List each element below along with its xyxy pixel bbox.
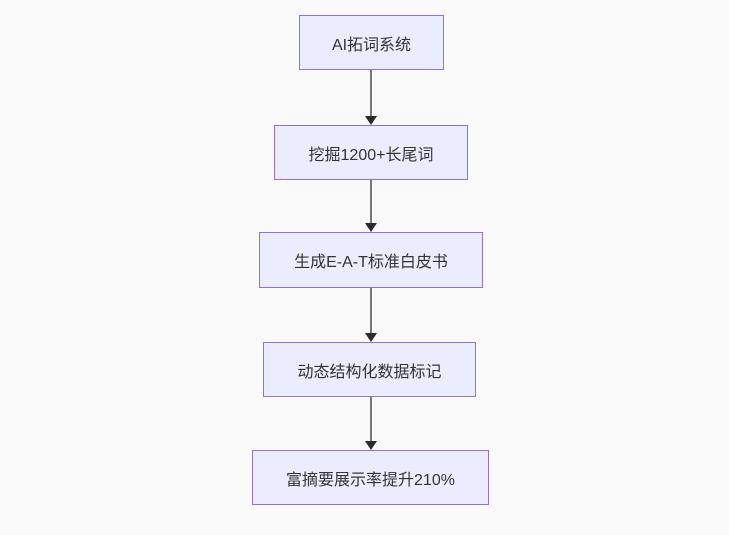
- arrow-down-icon: [364, 288, 378, 342]
- edge-line: [370, 70, 372, 117]
- arrow-down-icon: [364, 180, 378, 232]
- node-label: 动态结构化数据标记: [297, 363, 442, 381]
- arrow-down-icon: [364, 397, 378, 450]
- edge-line: [370, 397, 372, 442]
- flow-node-rich-snippet-result: 富摘要展示率提升210%: [252, 450, 489, 505]
- flow-node-eat-whitepaper: 生成E-A-T标准白皮书: [259, 232, 483, 288]
- flow-node-structured-data: 动态结构化数据标记: [263, 342, 476, 397]
- node-label: 生成E-A-T标准白皮书: [294, 254, 448, 271]
- node-label: AI拓词系统: [331, 36, 412, 54]
- edge-line: [370, 180, 372, 224]
- node-label: 挖掘1200+长尾词: [308, 146, 434, 164]
- node-label: 富摘要展示率提升210%: [286, 471, 455, 489]
- flow-node-ai-keyword-system: AI拓词系统: [299, 15, 444, 70]
- arrowhead-icon: [365, 441, 377, 450]
- arrowhead-icon: [365, 333, 377, 342]
- edge-line: [370, 288, 372, 334]
- arrowhead-icon: [365, 116, 377, 125]
- flow-node-longtail-mining: 挖掘1200+长尾词: [274, 125, 468, 180]
- arrowhead-icon: [365, 223, 377, 232]
- arrow-down-icon: [364, 70, 378, 125]
